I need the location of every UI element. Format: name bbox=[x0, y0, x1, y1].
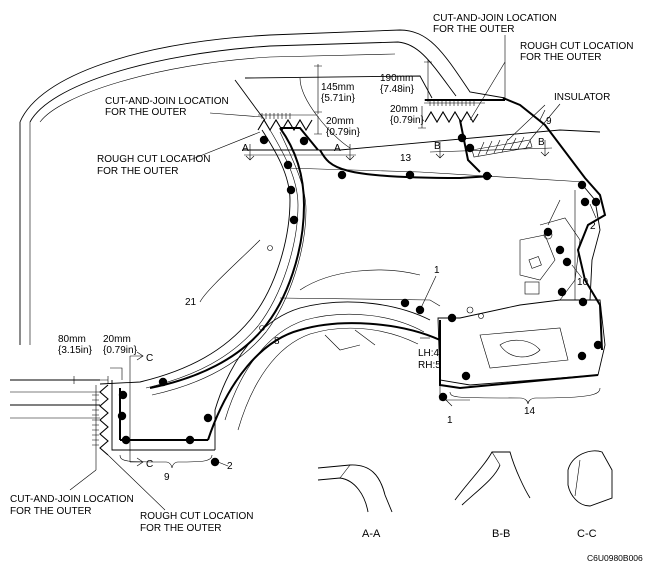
weld-points bbox=[117, 133, 603, 467]
weld-point bbox=[557, 287, 567, 297]
cut-boundary-lines bbox=[119, 97, 607, 441]
label-rough-cut-bottom-left-2: FOR THE OUTER bbox=[140, 523, 221, 534]
weld-point bbox=[299, 136, 309, 146]
figure-code: C6U0980B006 bbox=[587, 553, 643, 563]
text-labels: CUT-AND-JOIN LOCATION FOR THE OUTER ROUG… bbox=[10, 13, 643, 563]
weld-point bbox=[121, 435, 131, 445]
callout-lh: LH:4 bbox=[418, 348, 440, 359]
label-insulator: INSULATOR bbox=[554, 92, 610, 103]
callout-9-bottom: 9 bbox=[164, 472, 170, 483]
callout-1-upper: 1 bbox=[434, 265, 440, 276]
dim-20mm-mid: 20mm bbox=[326, 116, 354, 127]
leader-lines bbox=[69, 35, 601, 511]
dim-20mm-left: 20mm bbox=[103, 334, 131, 345]
label-rough-cut-upper-left-2: FOR THE OUTER bbox=[97, 166, 178, 177]
weld-point bbox=[578, 297, 588, 307]
label-rough-cut-upper-left-1: ROUGH CUT LOCATION bbox=[97, 154, 211, 165]
section-view-c-c: C-C bbox=[577, 528, 597, 540]
label-cut-join-upper-left-1: CUT-AND-JOIN LOCATION bbox=[105, 96, 229, 107]
weld-point bbox=[158, 377, 168, 387]
weld-point bbox=[562, 257, 572, 267]
weld-point bbox=[185, 435, 195, 445]
weld-point bbox=[283, 160, 293, 170]
dim-145mm-in: {5.71in} bbox=[321, 93, 356, 104]
section-marker-a-left: A bbox=[242, 143, 249, 154]
callout-13: 13 bbox=[400, 153, 412, 164]
section-marker-a-right: A bbox=[334, 143, 341, 154]
weld-point bbox=[591, 197, 601, 207]
body-outline bbox=[10, 29, 606, 451]
label-cut-join-top-right-2: FOR THE OUTER bbox=[433, 24, 514, 35]
label-rough-cut-top-right-1: ROUGH CUT LOCATION bbox=[520, 41, 634, 52]
section-marker-c-bottom: C bbox=[146, 459, 153, 470]
section-marker-c-top: C bbox=[146, 353, 153, 364]
dim-20mm-left-in: {0.79in} bbox=[103, 345, 138, 356]
dim-20mm-mid-in: {0.79in} bbox=[326, 127, 361, 138]
weld-point bbox=[118, 390, 128, 400]
callout-21: 21 bbox=[185, 297, 197, 308]
section-sketches bbox=[317, 450, 613, 513]
section-marker-b-right: B bbox=[538, 137, 545, 148]
weld-point bbox=[580, 197, 590, 207]
callout-2-bottom: 2 bbox=[227, 461, 233, 472]
weld-point bbox=[400, 298, 410, 308]
label-cut-join-top-right-1: CUT-AND-JOIN LOCATION bbox=[433, 13, 557, 24]
callout-14: 14 bbox=[524, 406, 536, 417]
dim-80mm: 80mm bbox=[58, 334, 86, 345]
dim-190mm-in: {7.48in} bbox=[380, 84, 415, 95]
dim-80mm-in: {3.15in} bbox=[58, 345, 93, 356]
zigzag-cuts bbox=[92, 100, 485, 470]
weld-point bbox=[203, 413, 213, 423]
weld-point bbox=[482, 171, 492, 181]
weld-point bbox=[337, 170, 347, 180]
weld-point bbox=[555, 245, 565, 255]
label-cut-join-bottom-left-2: FOR THE OUTER bbox=[10, 506, 91, 517]
label-cut-join-bottom-left-1: CUT-AND-JOIN LOCATION bbox=[10, 494, 134, 505]
weld-point bbox=[259, 135, 269, 145]
section-b-sketch bbox=[454, 451, 531, 506]
section-marker-b-left: B bbox=[434, 141, 441, 152]
callout-1-lower: 1 bbox=[447, 415, 453, 426]
section-view-a-a: A-A bbox=[362, 528, 381, 540]
insulator-hatch bbox=[471, 104, 546, 158]
weld-point bbox=[465, 143, 475, 153]
weld-point bbox=[210, 457, 220, 467]
section-view-b-b: B-B bbox=[492, 528, 510, 540]
weld-point bbox=[286, 185, 296, 195]
label-rough-cut-top-right-2: FOR THE OUTER bbox=[520, 52, 601, 63]
dim-20mm-right: 20mm bbox=[390, 104, 418, 115]
label-rough-cut-bottom-left-1: ROUGH CUT LOCATION bbox=[140, 511, 254, 522]
dim-20mm-right-in: {0.79in} bbox=[390, 115, 425, 126]
weld-point bbox=[593, 340, 603, 350]
callout-10: 10 bbox=[577, 277, 589, 288]
callout-2-right: 2 bbox=[590, 221, 596, 232]
weld-point bbox=[461, 371, 471, 381]
weld-point bbox=[543, 227, 553, 237]
weld-point bbox=[447, 313, 457, 323]
section-c-sketch bbox=[567, 450, 613, 507]
weld-point bbox=[117, 411, 127, 421]
dim-190mm: 190mm bbox=[380, 73, 413, 84]
weld-point bbox=[289, 215, 299, 225]
weld-point bbox=[405, 170, 415, 180]
callout-9-top: 9 bbox=[546, 116, 552, 127]
section-a-sketch bbox=[317, 464, 393, 513]
weld-point bbox=[577, 351, 587, 361]
label-cut-join-upper-left-2: FOR THE OUTER bbox=[105, 107, 186, 118]
callout-8: 8 bbox=[274, 336, 280, 347]
weld-point bbox=[438, 392, 448, 402]
callout-rh: RH:5 bbox=[418, 360, 441, 371]
weld-point bbox=[457, 133, 467, 143]
dim-145mm: 145mm bbox=[321, 82, 354, 93]
weld-point bbox=[577, 180, 587, 190]
